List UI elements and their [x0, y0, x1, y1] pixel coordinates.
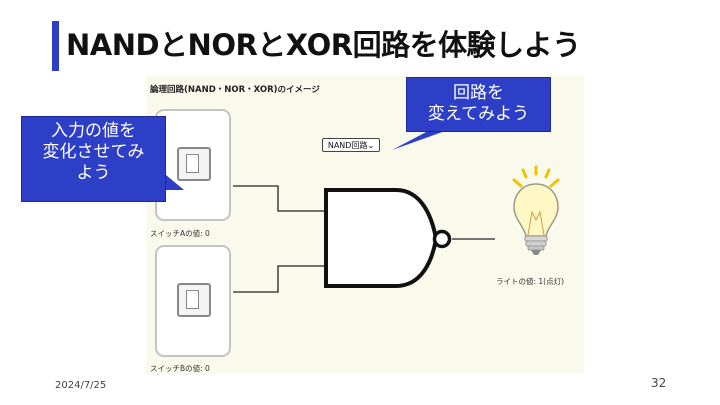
callout-circuit-line-1: 回路を	[453, 83, 504, 103]
callout-circuit: 回路を 変えてみよう	[406, 77, 551, 132]
callout-input-pointer	[160, 170, 184, 190]
circuit-select[interactable]: NAND回路⌄	[322, 138, 380, 152]
light-value: ライトの値: 1(点灯)	[496, 277, 565, 286]
callout-input-line-3: よう	[76, 163, 111, 183]
chevron-down-icon: ⌄	[367, 141, 375, 150]
slide-title: NANDとNORとXOR回路を体験しよう	[66, 28, 581, 62]
switch-b[interactable]	[155, 245, 231, 357]
switch-b-plate	[177, 283, 211, 317]
slide-date: 2024/7/25	[55, 380, 107, 391]
callout-input-line-1: 入力の値を	[51, 121, 136, 141]
switch-a-value: スイッチAの値: 0	[150, 229, 210, 238]
switch-a-plate	[177, 147, 211, 181]
light-bulb-icon	[512, 165, 560, 255]
title-accent-bar	[52, 21, 59, 71]
callout-circuit-pointer	[392, 130, 448, 150]
simulator-title: 論理回路(NAND・NOR・XOR)のイメージ	[150, 85, 320, 95]
switch-b-rocker-icon	[186, 290, 199, 309]
switch-b-value: スイッチBの値: 0	[150, 364, 210, 373]
callout-input: 入力の値を 変化させてみ よう	[21, 116, 166, 202]
switch-a[interactable]	[155, 109, 231, 221]
slide-page-number: 32	[651, 376, 667, 390]
callout-input-line-2: 変化させてみ	[42, 142, 145, 162]
nand-gate-bubble	[432, 229, 452, 249]
wire-input-b	[233, 265, 326, 293]
wire-input-a	[233, 185, 326, 212]
circuit-select-value: NAND回路	[327, 141, 368, 150]
callout-circuit-line-2: 変えてみよう	[427, 104, 530, 124]
circuit-diagram	[233, 165, 560, 293]
switch-a-rocker-icon	[186, 154, 199, 173]
